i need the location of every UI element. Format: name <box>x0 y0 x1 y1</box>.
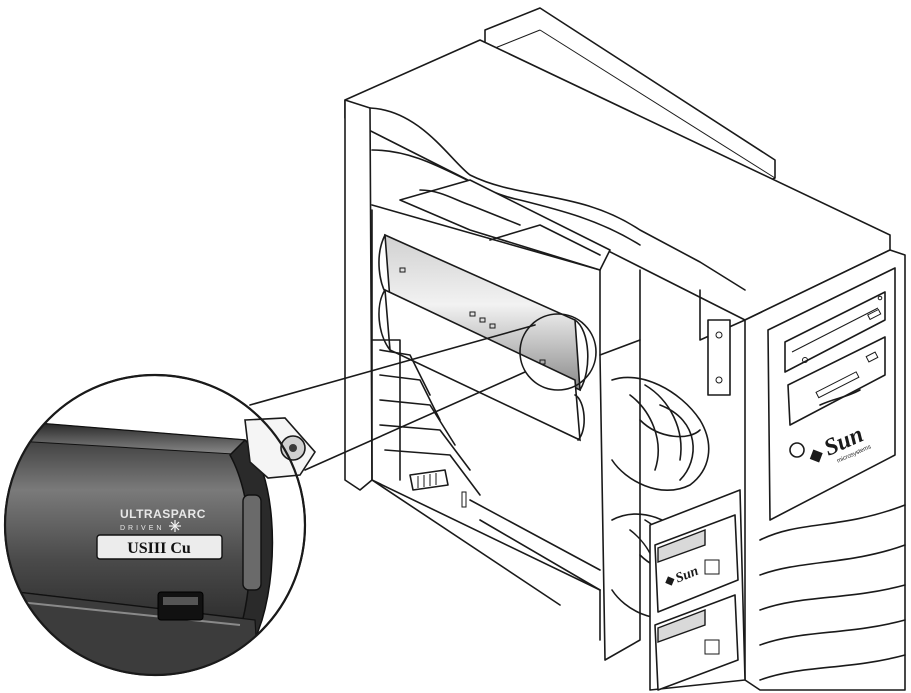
cpu-module-lower <box>378 288 585 442</box>
zoom-callout: ULTRASPARC DRIVEN USIII Cu <box>3 373 317 677</box>
motherboard <box>409 469 601 591</box>
callout-line-upper <box>249 324 536 406</box>
hdd-upper <box>654 514 739 613</box>
spark-icon <box>169 520 181 532</box>
zoom-circle-border <box>3 373 307 677</box>
chassis-back-frame <box>344 99 373 491</box>
power-button <box>789 442 805 458</box>
mount-bracket <box>244 417 317 479</box>
fan-upper <box>611 376 710 491</box>
magnify-target-ring <box>519 313 597 391</box>
cdrom-drive <box>784 291 886 373</box>
ultrasparc-logo-subtext: DRIVEN <box>120 525 164 532</box>
hdd-lower <box>654 594 739 691</box>
latch-slot <box>157 591 204 621</box>
pci-cards <box>371 339 481 496</box>
cpu-label-text: USIII Cu <box>127 540 191 557</box>
chassis: Sun microsystems <box>344 7 906 691</box>
ultrasparc-logo-text: ULTRASPARC <box>120 507 206 521</box>
floppy-drive <box>787 336 886 426</box>
callout-line-lower <box>304 371 526 471</box>
side-bracket <box>707 319 731 396</box>
cpu-label-plate <box>96 534 223 560</box>
drive-cage-upper <box>399 179 611 271</box>
front-pillar <box>599 339 641 661</box>
